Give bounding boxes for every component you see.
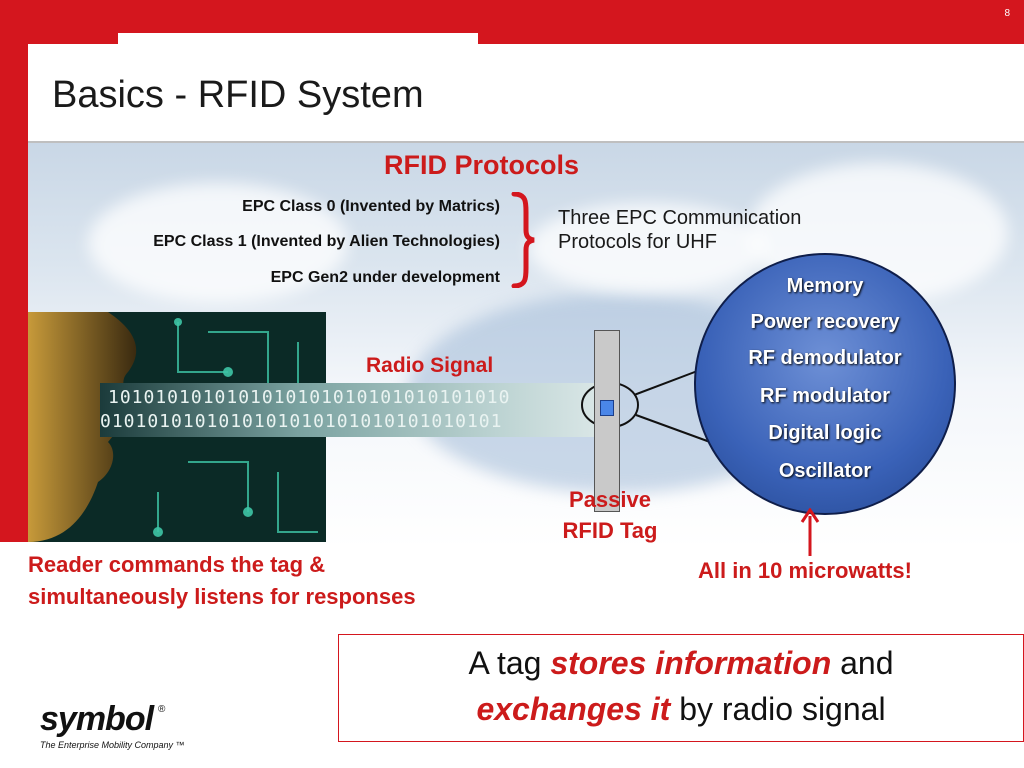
summary-box: A tag stores information and exchanges i… xyxy=(338,634,1024,742)
power-note: All in 10 microwatts! xyxy=(698,558,912,583)
component-power-recovery: Power recovery xyxy=(750,311,900,333)
passive-tag-label-line: RFID Tag xyxy=(562,518,658,543)
summary-text: A tag xyxy=(468,645,542,681)
slide-title: Basics - RFID System xyxy=(52,74,424,116)
binary-row-top: 1010101010101010101010101010101010 xyxy=(108,387,511,408)
protocol-item: EPC Class 1 (Invented by Alien Technolog… xyxy=(153,233,500,250)
registered-mark: ® xyxy=(158,704,166,715)
protocol-item: EPC Gen2 under development xyxy=(270,269,500,286)
curly-brace-icon xyxy=(511,192,535,288)
summary-line-2: exchanges it by radio signal xyxy=(339,691,1023,728)
symbol-logo: symbol xyxy=(40,700,154,738)
summary-text: by radio signal xyxy=(679,691,886,727)
reader-note-line: simultaneously listens for responses xyxy=(28,584,416,609)
binary-signal-stream: 1010101010101010101010101010101010 01010… xyxy=(100,383,596,437)
summary-line-1: A tag stores information and xyxy=(339,645,1023,682)
left-red-bar xyxy=(0,142,28,542)
cloud-shape xyxy=(528,203,768,293)
tag-components-circle: Memory Power recovery RF demodulator RF … xyxy=(694,253,956,515)
protocols-description: Three EPC Communication Protocols for UH… xyxy=(558,206,801,254)
passive-tag-label: Passive RFID Tag xyxy=(548,484,672,546)
protocol-item: EPC Class 0 (Invented by Matrics) xyxy=(242,198,500,215)
component-rf-modulator: RF modulator xyxy=(760,385,890,407)
radio-signal-label: Radio Signal xyxy=(366,354,494,377)
reader-note: Reader commands the tag & simultaneously… xyxy=(28,549,416,613)
reader-note-line: Reader commands the tag & xyxy=(28,552,326,577)
rfid-chip-icon xyxy=(600,400,614,416)
header-divider xyxy=(28,141,1024,143)
component-oscillator: Oscillator xyxy=(778,460,872,482)
header-white-tab xyxy=(118,33,478,45)
page-number: 8 xyxy=(1004,8,1010,19)
header-white-panel xyxy=(28,44,1024,142)
summary-emphasis: exchanges it xyxy=(476,691,671,727)
summary-emphasis: stores information xyxy=(550,645,832,681)
tag-connector-lines xyxy=(581,369,711,443)
rfid-tag-strip xyxy=(594,330,620,512)
component-memory: Memory xyxy=(786,275,864,297)
protocols-description-line: Three EPC Communication xyxy=(558,207,802,229)
protocols-heading: RFID Protocols xyxy=(384,150,580,180)
passive-tag-label-line: Passive xyxy=(569,487,651,512)
component-rf-demodulator: RF demodulator xyxy=(748,347,902,369)
summary-text: and xyxy=(840,645,894,681)
component-digital-logic: Digital logic xyxy=(768,422,882,444)
up-arrow-icon xyxy=(800,508,820,556)
cloud-shape xyxy=(88,183,348,303)
protocols-description-line: Protocols for UHF xyxy=(558,231,717,253)
binary-row-bottom: 0101010101010101010101010101010101 xyxy=(100,411,503,432)
logo-tagline: The Enterprise Mobility Company ™ xyxy=(40,740,185,750)
